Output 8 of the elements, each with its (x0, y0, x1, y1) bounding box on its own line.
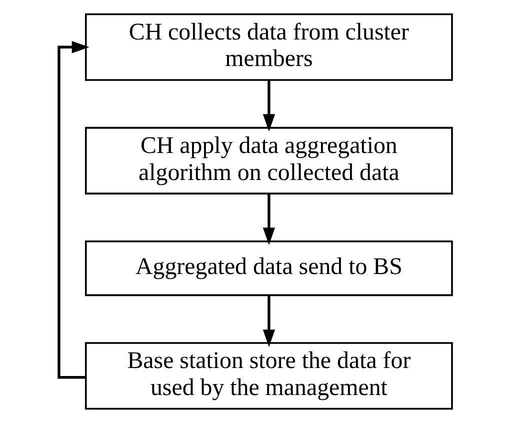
arrow (262, 295, 275, 348)
arrow (262, 194, 275, 246)
node-box: Aggregated data send to BS (84, 240, 452, 296)
node-box: Base station store the data for used by the management (84, 342, 452, 410)
arrow (57, 41, 89, 379)
arrow (262, 80, 275, 132)
node-box: CH collects data from cluster members (84, 13, 452, 81)
node-box: CH apply data aggregation algorithm on collected data (84, 126, 452, 194)
